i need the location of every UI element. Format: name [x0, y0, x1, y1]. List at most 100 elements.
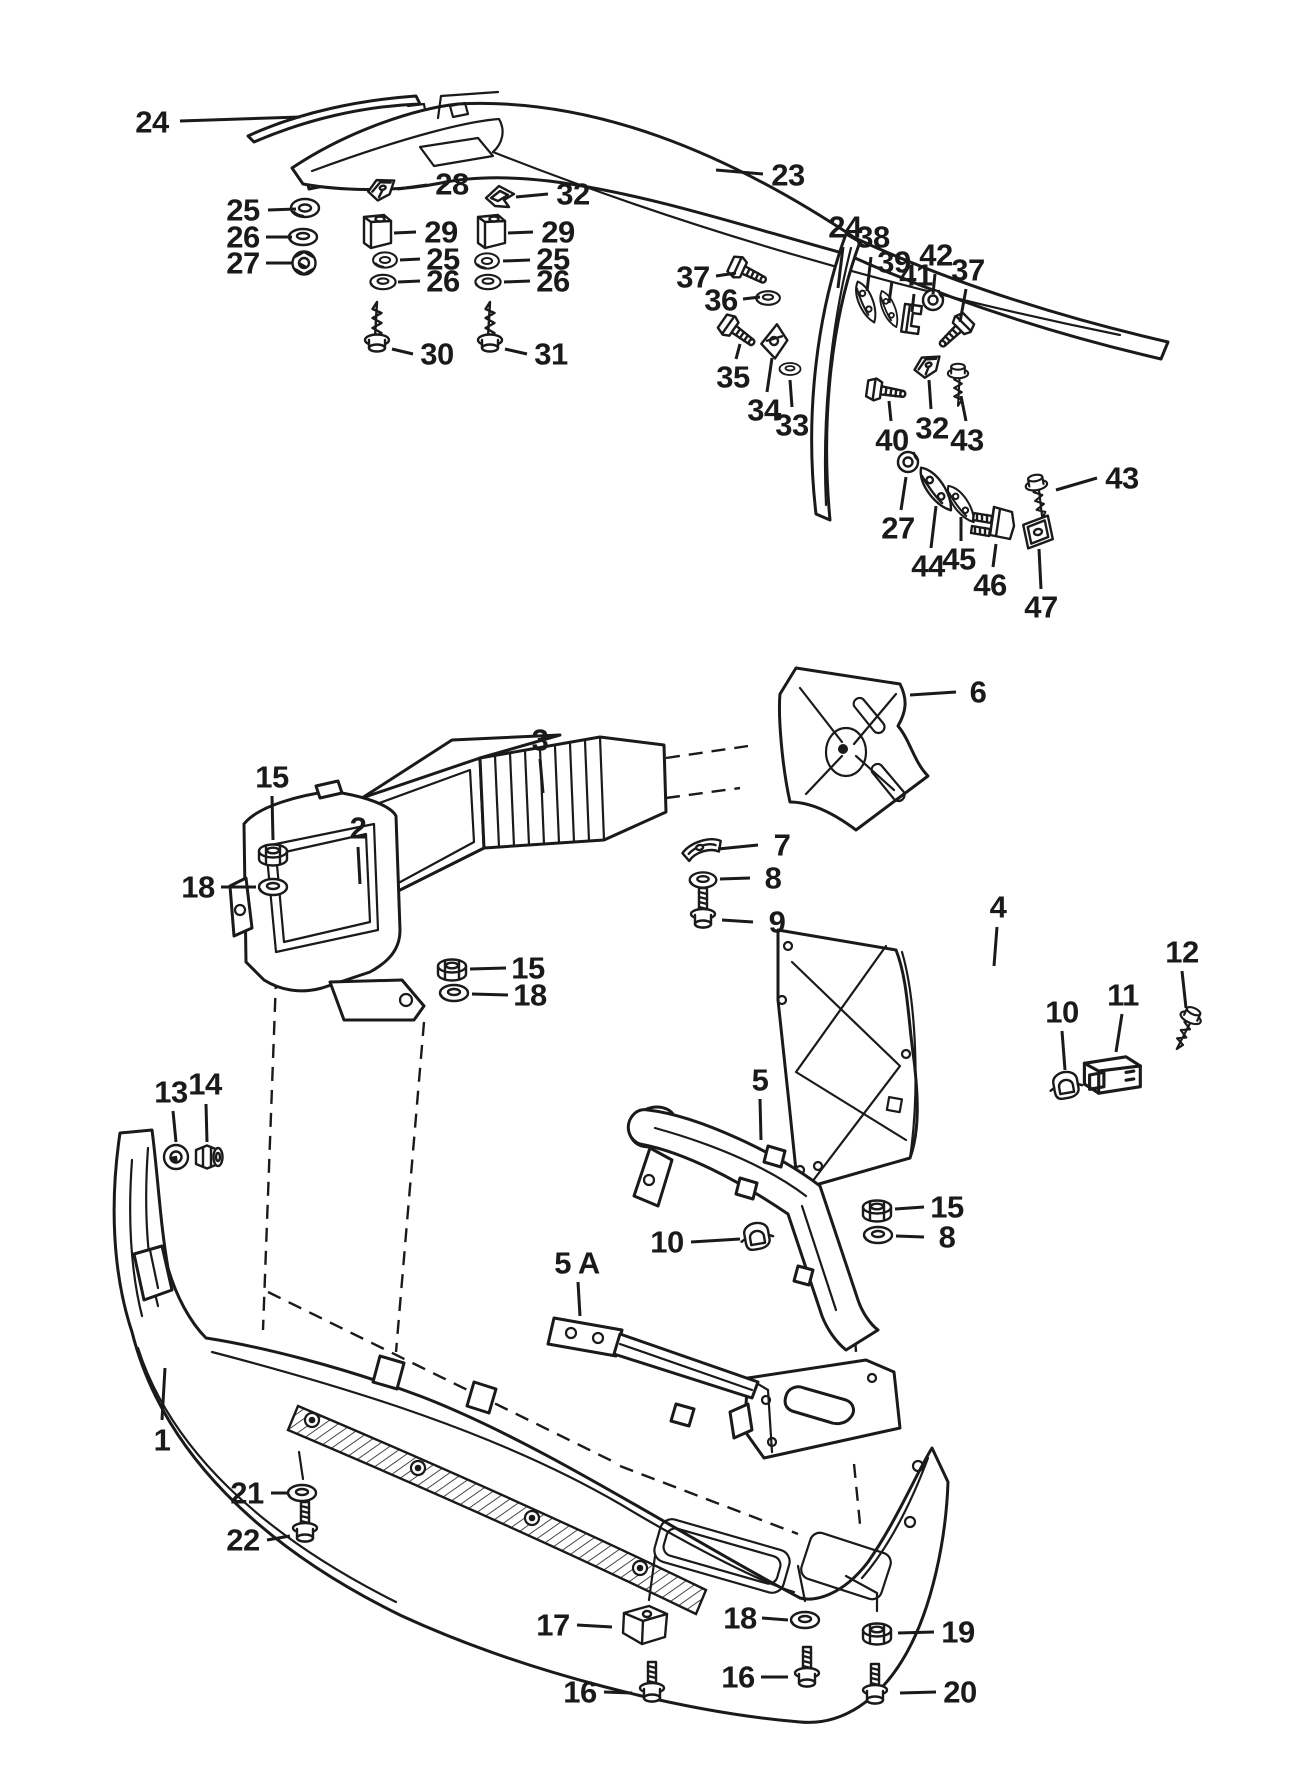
leader-line-34 — [765, 357, 774, 393]
leader-line-33 — [788, 379, 794, 408]
part-3-air-duct — [360, 733, 668, 907]
leader-line-44 — [929, 505, 938, 549]
leader-line-43 — [1055, 476, 1098, 492]
leader-line-25 — [399, 257, 421, 262]
callout-37: 37 — [676, 259, 710, 295]
callout-3: 3 — [531, 722, 549, 758]
leader-line-16 — [603, 1690, 633, 1695]
leader-line-3 — [538, 758, 545, 794]
leader-line-40 — [887, 400, 893, 422]
callout-36: 36 — [704, 282, 738, 318]
leader-line-26 — [503, 279, 531, 284]
callout-17: 17 — [536, 1607, 570, 1643]
callout-10: 10 — [1045, 994, 1079, 1030]
leader-line-30 — [391, 347, 414, 356]
callout-9: 9 — [768, 904, 786, 940]
callout-24: 24 — [828, 209, 862, 245]
leader-line-32 — [927, 379, 933, 410]
callout-23: 23 — [771, 157, 805, 193]
callout-21: 21 — [230, 1475, 264, 1511]
callout-18: 18 — [723, 1600, 757, 1636]
leader-line-25 — [502, 258, 531, 263]
callout-44: 44 — [911, 548, 945, 584]
callout-27: 27 — [226, 245, 260, 281]
leader-line-18 — [471, 992, 509, 997]
leader-line-31 — [504, 347, 528, 356]
leader-line-19 — [897, 1630, 935, 1635]
part-1-front-spoiler — [112, 1128, 950, 1724]
leader-line-4 — [992, 926, 999, 967]
leader-line-8 — [895, 1234, 925, 1239]
callout-34: 34 — [747, 392, 781, 428]
part-24-edge-strip-right — [810, 232, 862, 522]
callout-43: 43 — [1105, 460, 1139, 496]
leader-line-15 — [469, 966, 507, 971]
leader-line-10 — [1060, 1030, 1067, 1071]
part-5-support-bracket — [626, 1105, 902, 1460]
leader-line-37 — [715, 271, 737, 278]
callout-33: 33 — [775, 407, 809, 443]
leader-line-43 — [959, 395, 968, 422]
leader-line-26 — [397, 279, 421, 284]
callout-leader-lines — [160, 115, 1188, 1695]
leader-line-14 — [204, 1103, 209, 1143]
callout-25: 25 — [426, 241, 460, 277]
projection-dashed-lines — [261, 744, 862, 1536]
callout-7: 7 — [773, 827, 791, 863]
callout-15: 15 — [511, 950, 545, 986]
part-6-mounting-plate — [777, 666, 930, 832]
callout-19: 19 — [941, 1614, 975, 1650]
callout-40: 40 — [875, 422, 909, 458]
leader-line-27 — [899, 476, 908, 511]
leader-line-17 — [576, 1623, 613, 1629]
callout-24: 24 — [135, 104, 169, 140]
callout-22: 22 — [226, 1522, 260, 1558]
callout-29: 29 — [424, 214, 458, 250]
leader-line-35 — [734, 343, 742, 360]
leader-line-24 — [179, 115, 301, 123]
leader-line-15 — [270, 795, 275, 841]
leader-line-23 — [715, 168, 764, 176]
callout-11: 11 — [1107, 977, 1139, 1013]
callout-12: 12 — [1165, 934, 1199, 970]
callout-45: 45 — [942, 541, 976, 577]
leader-line-46 — [991, 543, 998, 568]
leader-line-20 — [899, 1690, 937, 1695]
callout-35: 35 — [716, 359, 750, 395]
callout-15: 15 — [930, 1189, 964, 1225]
callout-43: 43 — [950, 422, 984, 458]
leader-line-22 — [266, 1534, 291, 1542]
callout-25: 25 — [536, 241, 570, 277]
callout-18: 18 — [181, 869, 215, 905]
callout-5: 5 — [751, 1062, 769, 1098]
callout-4: 4 — [989, 889, 1007, 925]
callout-13: 13 — [154, 1074, 188, 1110]
callout-26: 26 — [226, 219, 260, 255]
leader-line-28 — [397, 183, 428, 191]
callout-41: 41 — [899, 257, 933, 293]
leader-line-24 — [836, 246, 845, 289]
leader-line-15 — [894, 1205, 925, 1211]
part-23-rear-spoiler — [290, 90, 1170, 361]
leader-line-11 — [1114, 1013, 1124, 1053]
leader-line-47 — [1037, 548, 1043, 590]
leader-line-42 — [931, 273, 937, 295]
callout-27: 27 — [881, 510, 915, 546]
callout-31: 31 — [534, 336, 568, 372]
callout-39: 39 — [877, 244, 911, 280]
callout-16: 16 — [721, 1659, 755, 1695]
leader-line-36 — [742, 295, 761, 301]
leader-line-13 — [171, 1110, 178, 1143]
callout-8: 8 — [938, 1219, 956, 1255]
callout-1: 1 — [153, 1422, 171, 1458]
callout-47: 47 — [1024, 589, 1058, 625]
part-2-intake-housing — [228, 779, 426, 1022]
callout-16: 16 — [563, 1674, 597, 1710]
callout-8: 8 — [764, 860, 782, 896]
leader-line-29 — [507, 230, 534, 235]
leader-line-29 — [393, 230, 417, 235]
leader-line-2 — [356, 846, 362, 885]
callout-15: 15 — [255, 759, 289, 795]
callout-38: 38 — [856, 219, 890, 255]
leader-line-10 — [690, 1237, 741, 1244]
